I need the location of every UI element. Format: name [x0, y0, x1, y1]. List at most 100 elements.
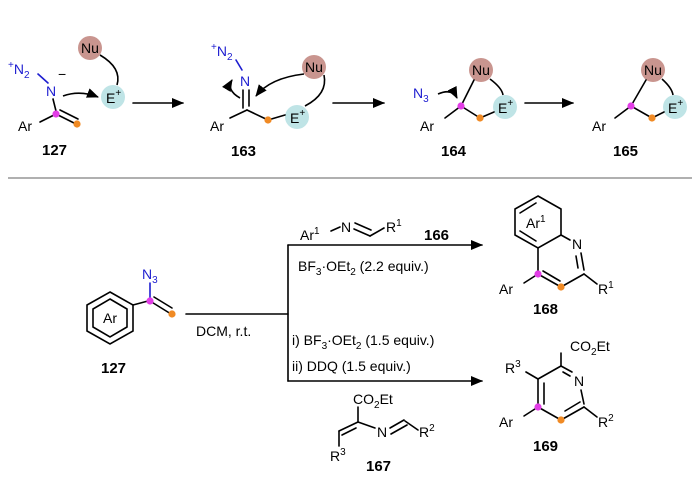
nu-text: Nu	[472, 62, 490, 78]
nu-e-tether	[99, 54, 119, 86]
c2-c3-bond	[560, 406, 585, 421]
c5-c6-bond	[537, 365, 562, 380]
c3-c4-bond	[537, 273, 562, 288]
structure-164: Nu E+ N3 Ar 164	[413, 58, 517, 160]
azide-text: N3	[413, 85, 429, 105]
structure-165: Nu E+ Ar 165	[592, 58, 687, 160]
alkene-bond-2	[341, 427, 357, 436]
pink-carbon	[146, 297, 154, 305]
orange-carbon	[168, 310, 176, 318]
orange-carbon	[557, 283, 565, 291]
upper-conditions: BF3·OEt2 (2.2 equiv.)	[298, 258, 429, 278]
compound-label-164: 164	[441, 143, 467, 160]
right-ring-top	[560, 234, 571, 241]
n-c-double-2	[354, 222, 372, 231]
nu-text: Nu	[644, 62, 662, 78]
orange-carbon	[476, 114, 484, 122]
n-n-bond	[37, 73, 49, 84]
reagent-ar1: Ar1	[300, 226, 320, 243]
reagent-r1: R1	[386, 218, 402, 235]
left-ring-double-2	[519, 230, 537, 242]
e-text: E+	[668, 98, 683, 116]
c-c-bond	[246, 109, 269, 121]
ar-text: Ar	[499, 414, 513, 430]
n-n-bond	[235, 59, 243, 71]
c2-c3-double	[564, 401, 581, 412]
nu-e-tether	[304, 74, 326, 107]
orange-carbon	[648, 114, 656, 122]
compound-label-168: 168	[533, 301, 558, 318]
c-r1-bond	[369, 227, 385, 237]
c-c-bond	[630, 105, 653, 119]
nu-circle	[302, 55, 326, 79]
ring-n: N	[574, 373, 584, 389]
n-c-bond	[52, 98, 57, 112]
e-circle	[101, 85, 125, 109]
nu-e-tether	[489, 78, 504, 96]
structure-163: Nu E+ +N2 N Ar 163	[210, 42, 326, 160]
r1-text: R1	[598, 280, 614, 297]
pink-carbon	[457, 102, 465, 110]
reagent-co2et: CO2Et	[353, 391, 393, 411]
anionic-n: N	[46, 83, 56, 99]
product-169: CO2Et N R3 Ar R2 169	[499, 338, 614, 455]
lower-conditions-step1: i) BF3·OEt2 (1.5 equiv.)	[292, 332, 434, 352]
ring-c-bond	[132, 300, 149, 306]
r2-text: R2	[598, 413, 614, 430]
reagent-r2: R2	[419, 423, 435, 440]
ar1-ring-text: Ar1	[526, 214, 546, 231]
nu-e-tether	[661, 78, 674, 96]
loss-arrow	[222, 79, 241, 99]
benzene-inner-ring	[92, 298, 128, 338]
compound-label-127-bottom: 127	[101, 360, 126, 377]
c5-r3-bond	[525, 371, 539, 380]
ch-r2-bond	[404, 420, 419, 431]
nu-text: Nu	[81, 40, 99, 56]
c2-c3-bond	[560, 273, 585, 288]
ar1-n-bond	[330, 226, 341, 232]
azide-loss-arrow	[437, 85, 458, 99]
e-circle	[285, 105, 309, 129]
reagent-r3: R3	[330, 447, 346, 464]
pink-carbon	[627, 102, 635, 110]
diazonium-text: +N2	[211, 42, 233, 63]
ar-text: Ar	[592, 118, 606, 134]
n-c2-double	[575, 255, 579, 269]
pink-carbon	[534, 270, 542, 278]
pink-carbon	[534, 403, 542, 411]
compound-label-163: 163	[231, 143, 256, 160]
c-ch2-bond-2	[153, 296, 173, 309]
reagent-n: N	[341, 219, 351, 235]
structure-127-bottom: Ar N3 127	[86, 266, 176, 377]
reagent-166: Ar1 N R1 166	[300, 218, 449, 244]
nu-attack-arrow	[255, 73, 305, 97]
compound-label-127: 127	[42, 142, 67, 159]
nu-circle	[469, 58, 493, 82]
e-text: E+	[106, 88, 121, 106]
e-text: E+	[498, 98, 513, 116]
ring-c6-n	[560, 365, 573, 373]
ar-ring-text: Ar	[103, 310, 117, 326]
ring-c6-n-double	[562, 371, 571, 377]
c3-c4-double	[542, 270, 561, 282]
compound-label-165: 165	[613, 143, 638, 160]
ar-text: Ar	[499, 281, 513, 297]
pink-carbon	[52, 110, 60, 118]
n-ch-double-2	[390, 424, 408, 435]
e-circle	[663, 95, 687, 119]
minus-sign: −	[58, 66, 66, 82]
nu-text: Nu	[305, 59, 323, 75]
c-n-bond	[357, 421, 376, 429]
c2-r2-bond	[583, 406, 598, 418]
ar-text: Ar	[18, 118, 32, 134]
orange-carbon	[73, 120, 81, 128]
c-nu-bond	[630, 79, 647, 107]
product-168: Ar1 N Ar R1 168	[499, 195, 614, 318]
left-ring-double-1	[519, 202, 537, 214]
nu-circle	[641, 58, 665, 82]
r3-text: R3	[505, 359, 521, 376]
solvent-text: DCM, r.t.	[196, 323, 251, 339]
ar-text: Ar	[210, 118, 224, 134]
c3-c4-bond	[537, 406, 562, 421]
